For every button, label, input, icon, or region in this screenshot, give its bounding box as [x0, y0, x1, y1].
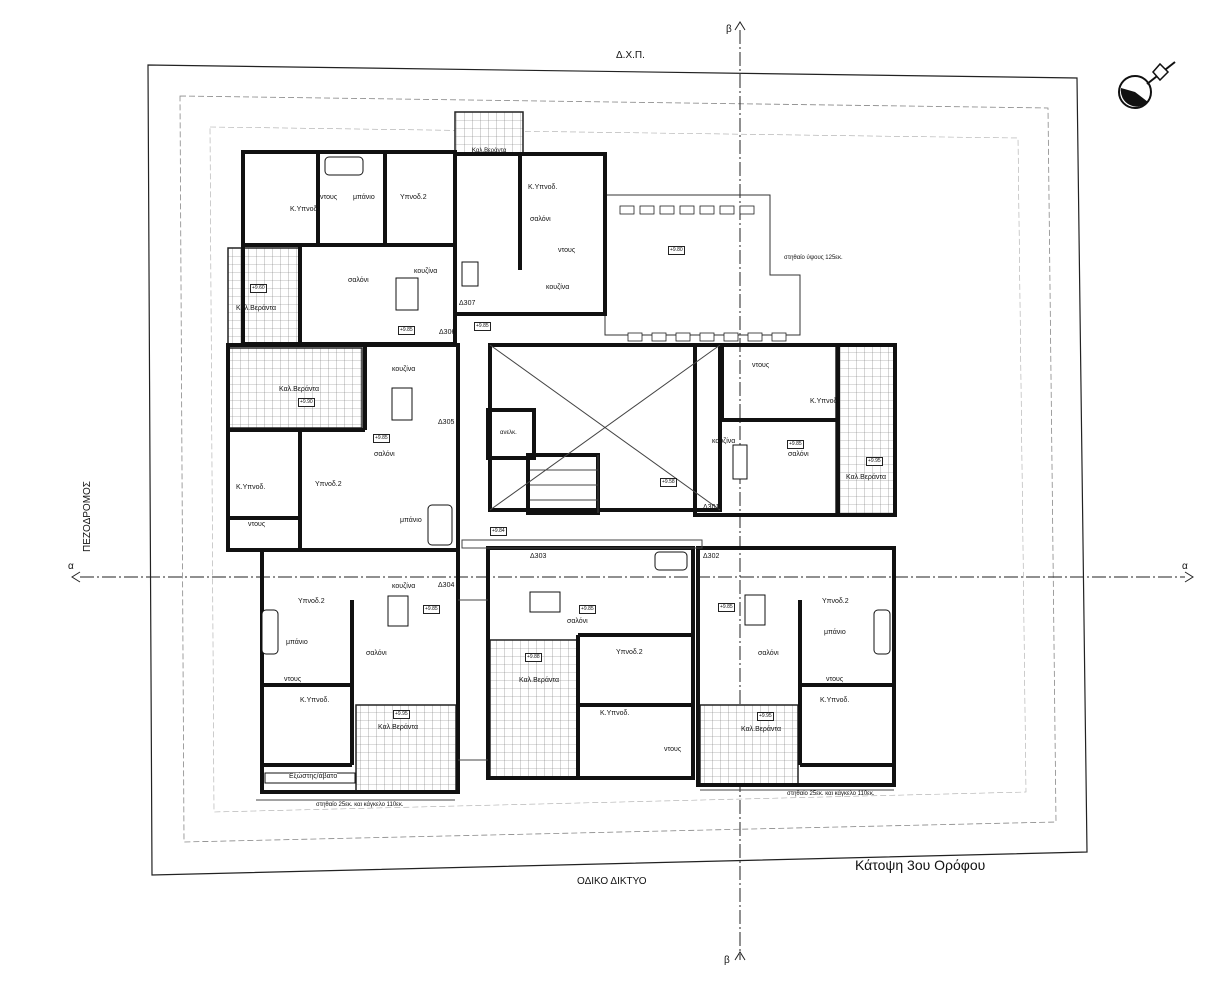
- section-label-a-left: α: [68, 561, 74, 572]
- room-label: σαλόνι: [530, 216, 551, 223]
- top-boundary-label: Δ.Χ.Π.: [616, 50, 645, 61]
- room-label: σαλόνι: [758, 650, 779, 657]
- level-marker: +9.60: [250, 284, 267, 293]
- room-label: Καλ.Βεράντα: [378, 724, 419, 731]
- level-marker: +9.85: [398, 326, 415, 335]
- room-label: σαλόνι: [366, 650, 387, 657]
- section-label-b-top: β: [726, 24, 732, 35]
- apartment-label: Δ305: [438, 419, 455, 426]
- room-label: Καλ.Βεράντα: [519, 677, 560, 684]
- section-marker-b-top: [734, 21, 746, 31]
- room-label: Κ.Υπνοδ.: [528, 184, 558, 191]
- room-label: Καλ.Βεράντα: [741, 726, 782, 733]
- room-label: Εξώστης/άβατο: [289, 773, 338, 780]
- level-marker: +9.95: [393, 710, 410, 719]
- apartment-label: Δ304: [438, 582, 455, 589]
- level-marker: +9.90: [298, 398, 315, 407]
- room-label: μπάνιο: [824, 629, 846, 636]
- room-label: μπάνιο: [286, 639, 308, 646]
- apartment-label: Δ301: [703, 504, 720, 511]
- room-label: Υπνοδ.2: [822, 598, 849, 605]
- room-label: Υπνοδ.2: [616, 649, 643, 656]
- room-label: ντους: [284, 676, 302, 683]
- section-label-b-bottom: β: [724, 955, 730, 966]
- bottom-road-label: ΟΔΙΚΟ ΔΙΚΤΥΟ: [577, 876, 647, 887]
- level-marker: +9.85: [579, 605, 596, 614]
- room-label: κουζίνα: [546, 284, 570, 291]
- inner-lines: [256, 344, 894, 801]
- level-marker: +9.85: [423, 605, 440, 614]
- room-label: Καλ.Βεράντα: [472, 148, 507, 154]
- level-marker: +9.95: [866, 457, 883, 466]
- room-label: Καλ.Βεράντα: [236, 305, 277, 312]
- dining-tables: [387, 261, 766, 627]
- parapet-note-top: στηθαίο ύψους 125εκ.: [784, 255, 843, 261]
- roof-solar-panels: [619, 205, 787, 342]
- level-marker: +9.85: [474, 322, 491, 331]
- level-marker: +9.85: [787, 440, 804, 449]
- north-arrow-icon: [1118, 61, 1176, 109]
- terraces: [227, 111, 895, 794]
- walls: [226, 150, 897, 794]
- room-label: σαλόνι: [788, 451, 809, 458]
- room-label: ντους: [826, 676, 844, 683]
- level-marker: +9.85: [373, 434, 390, 443]
- room-label: Υπνοδ.2: [298, 598, 325, 605]
- room-label: κουζίνα: [392, 583, 416, 590]
- level-marker: +9.58: [660, 478, 677, 487]
- room-label: Καλ.Βεράντα: [279, 386, 320, 393]
- drawing-title: Κάτοψη 3ου Ορόφου: [855, 857, 986, 873]
- level-marker: +9.95: [757, 712, 774, 721]
- apartment-label: Δ303: [530, 553, 547, 560]
- plot-boundary: [147, 64, 1088, 876]
- left-road-label: ΠΕΖΟΔΡΟΜΟΣ: [82, 481, 93, 552]
- room-label: Κ.Υπνοδ.: [300, 697, 330, 704]
- room-label: Κ.Υπνοδ.: [600, 710, 630, 717]
- room-label: Κ.Υπνοδ.: [236, 484, 266, 491]
- room-label: Υπνοδ.2: [315, 481, 342, 488]
- parapet-note-bottom-right: στηθαίο 25εκ. και κάγκελο 110εκ.: [787, 791, 875, 797]
- room-label: σαλόνι: [567, 618, 588, 625]
- room-label: Κ.Υπνοδ.: [810, 398, 840, 405]
- room-label: κουζίνα: [392, 366, 416, 373]
- level-marker: +9.85: [718, 603, 735, 612]
- section-label-a-right: α: [1182, 561, 1188, 572]
- room-label: ντους: [320, 194, 338, 201]
- section-marker-b-bottom: [734, 951, 746, 961]
- room-label: Καλ.Βεράντα: [846, 474, 887, 481]
- room-label: ντους: [248, 521, 266, 528]
- room-label: ντους: [558, 247, 576, 254]
- room-label: Κ.Υπνοδ.: [290, 206, 320, 213]
- level-marker: +9.80: [668, 246, 685, 255]
- room-label: κουζίνα: [712, 438, 736, 445]
- setback-line-outer: [179, 95, 1057, 843]
- level-marker: +9.84: [490, 527, 507, 536]
- section-marker-a-left: [71, 571, 81, 583]
- parapet-note-bottom-left: στηθαίο 25εκ. και κάγκελο 110εκ.: [316, 802, 404, 808]
- room-label: μπάνιο: [400, 517, 422, 524]
- room-label: ανελκ.: [500, 430, 517, 436]
- room-label: Κ.Υπνοδ.: [820, 697, 850, 704]
- room-label: σαλόνι: [348, 277, 369, 284]
- apartment-label: Δ307: [459, 300, 476, 307]
- room-label: ντους: [664, 746, 682, 753]
- room-label: Υπνοδ.2: [400, 194, 427, 201]
- room-label: κουζίνα: [414, 268, 438, 275]
- room-label: ντους: [752, 362, 770, 369]
- section-marker-a-right: [1184, 571, 1194, 583]
- setback-line-inner: [209, 126, 1027, 813]
- apartment-label: Δ302: [703, 553, 720, 560]
- roof-terrace: [604, 194, 801, 336]
- room-label: σαλόνι: [374, 451, 395, 458]
- room-label: μπάνιο: [353, 194, 375, 201]
- level-marker: +9.88: [525, 653, 542, 662]
- apartment-label: Δ306: [439, 329, 456, 336]
